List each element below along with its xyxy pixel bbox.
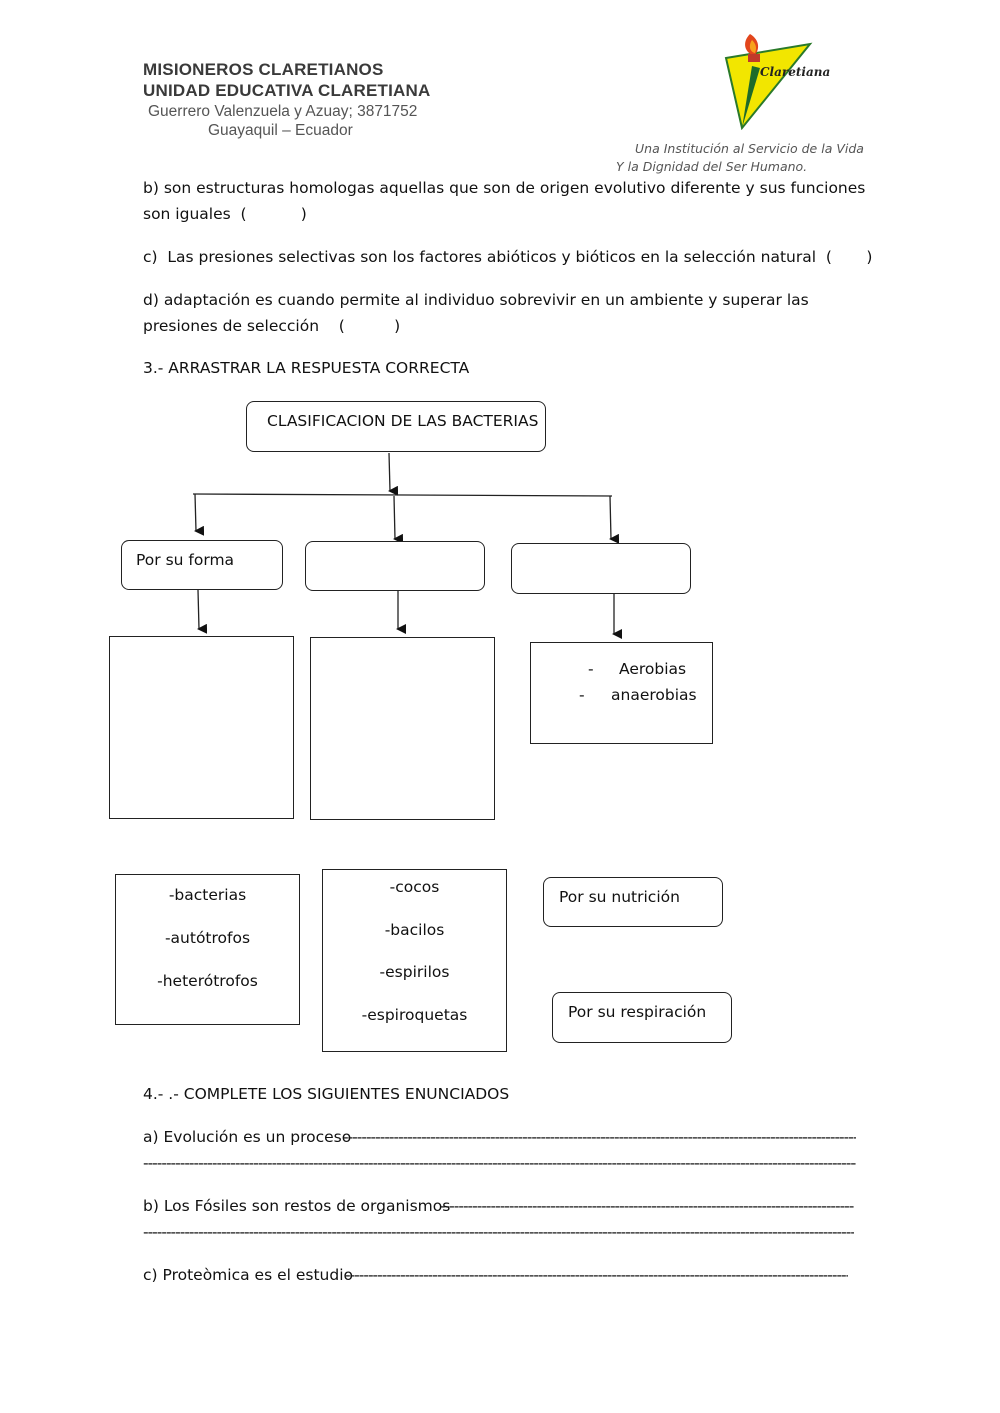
statement-a-label: a) Evolución es un proceso <box>143 1128 352 1146</box>
category-label-forma: Por su forma <box>136 551 235 569</box>
question-b-line1: b) son estructuras homologas aquellas qu… <box>143 179 866 197</box>
statement-a-answer-line1[interactable]: ----------------------------------------… <box>343 1128 856 1146</box>
category-drop-slot-3[interactable] <box>511 543 691 594</box>
question-c-line: c) Las presiones selectivas son los fact… <box>143 248 873 266</box>
question-b-line2: son iguales ( ) <box>143 205 307 223</box>
result-box-respiracion: - Aerobias - anaerobias <box>530 642 713 744</box>
result-drop-slot-1[interactable] <box>109 636 294 819</box>
motto-line1: Una Institución al Servicio de la Vida <box>635 141 864 156</box>
result-bullet-1: - <box>588 660 594 678</box>
drag-label-respiracion: Por su respiración <box>568 1003 707 1021</box>
school-name-line1: MISIONEROS CLARETIANOS <box>143 60 384 79</box>
drag-text-cocos: -cocos <box>389 878 440 896</box>
svg-text:Claretiana: Claretiana <box>760 65 830 79</box>
motto-line2: Y la Dignidad del Ser Humano. <box>616 159 808 174</box>
school-name-line2: UNIDAD EDUCATIVA CLARETIANA <box>143 81 431 100</box>
school-city: Guayaquil – Ecuador <box>208 122 353 139</box>
result-drop-slot-2[interactable] <box>310 637 495 820</box>
drag-text-espiroquetas: -espiroquetas <box>361 1006 468 1024</box>
drag-text-bacterias: -bacterias <box>168 886 247 904</box>
result-bullet-2: - <box>579 686 585 704</box>
drag-label-nutricion: Por su nutrición <box>559 888 680 906</box>
category-box-forma: Por su forma <box>121 540 283 590</box>
statement-b-answer-line2[interactable]: ----------------------------------------… <box>143 1223 854 1241</box>
statement-c-label: c) Proteòmica es el estudio <box>143 1266 353 1284</box>
drag-item-por-su-respiracion[interactable]: Por su respiración <box>552 992 732 1043</box>
question-d-line1: d) adaptación es cuando permite al indiv… <box>143 291 809 309</box>
drag-item-por-su-nutricion[interactable]: Por su nutrición <box>543 877 723 927</box>
root-classification-label: CLASIFICACION DE LAS BACTERIAS <box>267 412 539 430</box>
statement-a-answer-line2[interactable]: ----------------------------------------… <box>143 1154 856 1172</box>
category-drop-slot-2[interactable] <box>305 541 485 591</box>
section3-title: 3.- ARRASTRAR LA RESPUESTA CORRECTA <box>143 359 470 377</box>
drag-text-bacilos: -bacilos <box>384 921 445 939</box>
drag-item-nutrition-types[interactable]: -bacterias -autótrofos -heterótrofos <box>115 874 300 1025</box>
drag-text-heterotrofos: -heterótrofos <box>157 972 258 990</box>
statement-c-answer-line[interactable]: ----------------------------------------… <box>345 1266 848 1284</box>
school-logo: Claretiana <box>720 26 840 131</box>
drag-text-espirilos: -espirilos <box>379 963 450 981</box>
result-item-aerobias: Aerobias <box>619 660 687 678</box>
statement-b-label: b) Los Fósiles son restos de organismos <box>143 1197 451 1215</box>
result-item-anaerobias: anaerobias <box>611 686 697 704</box>
diagram-connectors <box>192 452 622 639</box>
statement-b-answer-line1[interactable]: ----------------------------------------… <box>440 1197 854 1215</box>
drag-text-autotrofos: -autótrofos <box>164 929 251 947</box>
school-address: Guerrero Valenzuela y Azuay; 3871752 <box>148 103 418 120</box>
section4-title: 4.- .- COMPLETE LOS SIGUIENTES ENUNCIADO… <box>143 1085 510 1103</box>
root-classification-box: CLASIFICACION DE LAS BACTERIAS <box>246 401 546 452</box>
drag-item-shape-types[interactable]: -cocos -bacilos -espirilos -espiroquetas <box>322 869 507 1052</box>
question-d-line2: presiones de selección ( ) <box>143 317 401 335</box>
